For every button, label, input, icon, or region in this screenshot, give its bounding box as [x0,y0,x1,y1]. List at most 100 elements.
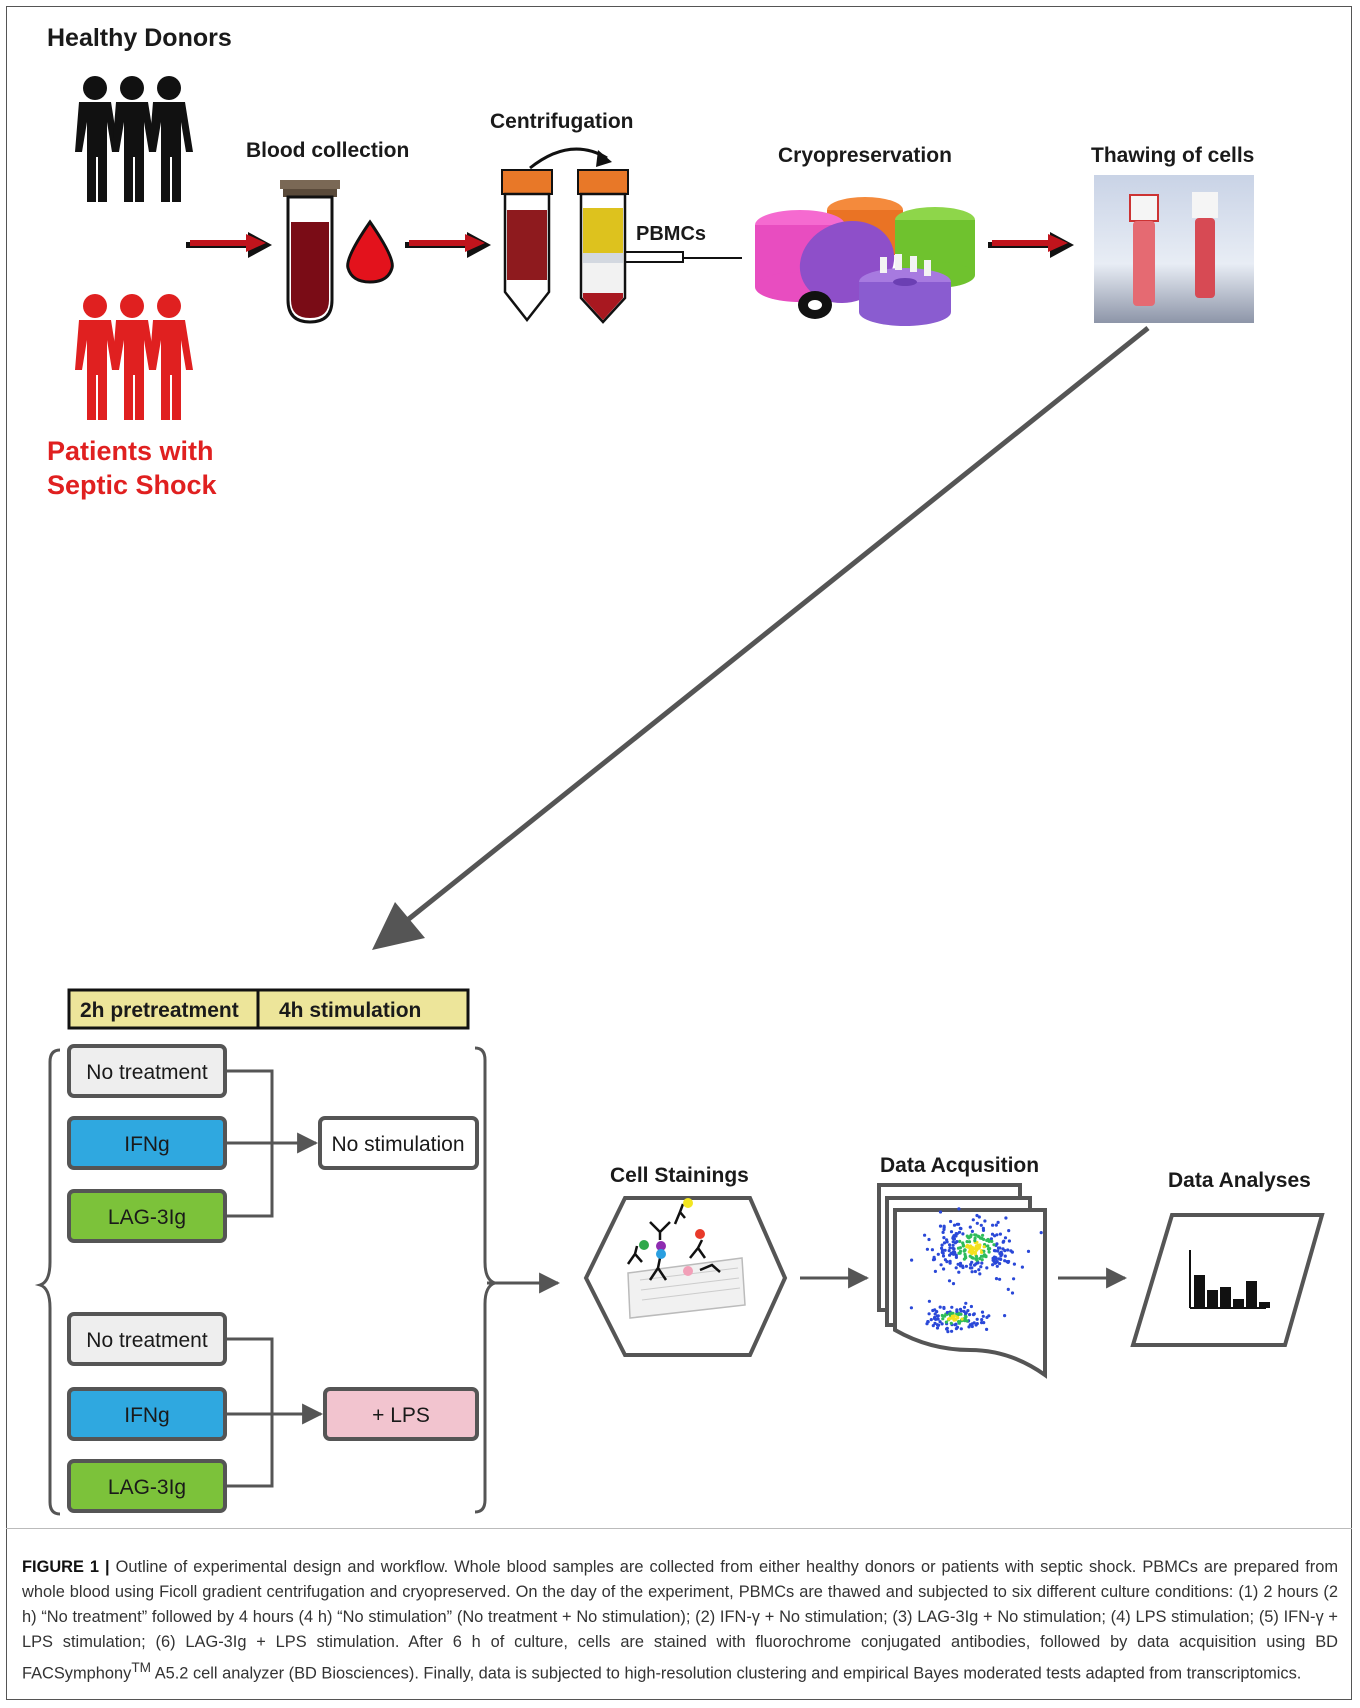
tube-before-centrifuge-icon [501,169,553,323]
scatter-dot [1004,1216,1008,1220]
scatter-dot [936,1252,940,1256]
workflow-diagonal-arrow [403,326,1150,924]
scatter-dot [992,1255,997,1259]
scatter-dot [1039,1231,1043,1235]
scatter-dot [961,1243,965,1247]
scatter-dot [977,1215,981,1219]
scatter-dot [950,1329,954,1333]
scatter-dot [972,1312,976,1316]
scatter-dot [961,1265,965,1270]
scatter-dot [948,1246,952,1250]
septic-patients-icon [75,294,193,420]
red-arrow-icon [988,232,1074,258]
scatter-dot [954,1322,958,1326]
scatter-dot [933,1321,937,1325]
scatter-dot [970,1260,974,1264]
scatter-dot [941,1254,946,1258]
scatter-dot [948,1312,952,1316]
scatter-dot [991,1263,995,1267]
scatter-dot [1026,1249,1031,1253]
scatter-dot [941,1251,945,1255]
scatter-dot [932,1257,937,1261]
scatter-dot [967,1250,971,1254]
caption-label: FIGURE 1 | [22,1558,110,1576]
septic-label-line2: Septic Shock [47,470,218,500]
blood-collection-label: Blood collection [246,139,409,162]
scatter-dot [978,1272,982,1276]
g2-ifng-label: IFNg [124,1404,170,1427]
scatter-dot [978,1257,982,1261]
scatter-dot [942,1236,946,1240]
scatter-dot [994,1223,998,1227]
scatter-dot [987,1314,991,1318]
lps-label: + LPS [372,1404,430,1427]
scatter-dot [954,1255,959,1259]
stimulation-header-box [256,988,470,1030]
scatter-dot [1000,1252,1004,1256]
scatter-dot [955,1232,959,1236]
scatter-dot [963,1248,967,1252]
g2-no-treatment-label: No treatment [86,1329,208,1352]
scatter-dot [980,1318,984,1322]
scatter-dot [952,1223,957,1227]
scatter-dot [973,1269,978,1274]
scatter-dot [964,1301,968,1305]
scatter-dot [986,1237,990,1242]
scatter-dot [986,1247,991,1251]
thawed-vials-photo [1094,175,1254,323]
scatter-dot [958,1246,963,1250]
scatter-plot [909,1207,1043,1334]
scatter-dot [961,1232,965,1236]
scatter-dot [958,1251,962,1255]
scatter-dot [957,1270,961,1274]
scatter-dot [955,1325,960,1329]
scatter-dot [945,1238,949,1242]
scatter-dot [955,1309,959,1313]
scatter-dot [973,1250,978,1255]
scatter-dot [968,1254,972,1258]
scatter-dot [948,1261,952,1265]
scatter-dot [938,1224,943,1228]
analyses-bar [1194,1275,1205,1308]
scatter-dot [970,1229,975,1233]
scatter-dot [973,1236,977,1240]
scatter-dot [969,1304,974,1309]
scatter-dot [951,1282,956,1286]
scatter-dot [993,1261,997,1265]
scatter-dot [910,1258,914,1262]
scatter-dot [1006,1248,1010,1252]
scatter-dot [962,1305,967,1309]
scatter-dot [970,1270,974,1274]
scatter-dot [990,1239,994,1243]
analyses-parallelogram [1130,1213,1325,1347]
centrifuge-arrow-icon [529,147,608,170]
scatter-dot [980,1261,984,1265]
scatter-dot [970,1251,974,1255]
scatter-dot [909,1306,914,1310]
scatter-dot [938,1210,943,1214]
left-brace [34,1048,61,1516]
scatter-dot [952,1314,957,1318]
scatter-dot [958,1264,963,1268]
scatter-dot [967,1240,972,1244]
scatter-dot [933,1312,937,1316]
scatter-dot [984,1255,988,1259]
scatter-dot [942,1227,946,1232]
scatter-dot [965,1240,969,1244]
scatter-dot [987,1250,991,1254]
figure-caption: FIGURE 1 | Outline of experimental desig… [22,1555,1338,1686]
scatter-dot [978,1243,982,1247]
analyses-bar [1207,1290,1218,1308]
diagonal-arrowhead-icon [372,902,425,950]
scatter-dot [1003,1236,1008,1240]
scatter-dot [957,1207,961,1211]
antibody-plate-icon [626,1198,746,1319]
scatter-dot [944,1320,949,1324]
scatter-dot [995,1264,999,1268]
caption-text-1: Outline of experimental design and workf… [22,1558,1338,1683]
scatter-dot [959,1327,963,1331]
cryopreservation-label: Cryopreservation [778,144,952,167]
scatter-dot [946,1330,950,1334]
data-acquisition-label: Data Acqusition [880,1154,1039,1177]
scatter-dot [1003,1314,1007,1318]
